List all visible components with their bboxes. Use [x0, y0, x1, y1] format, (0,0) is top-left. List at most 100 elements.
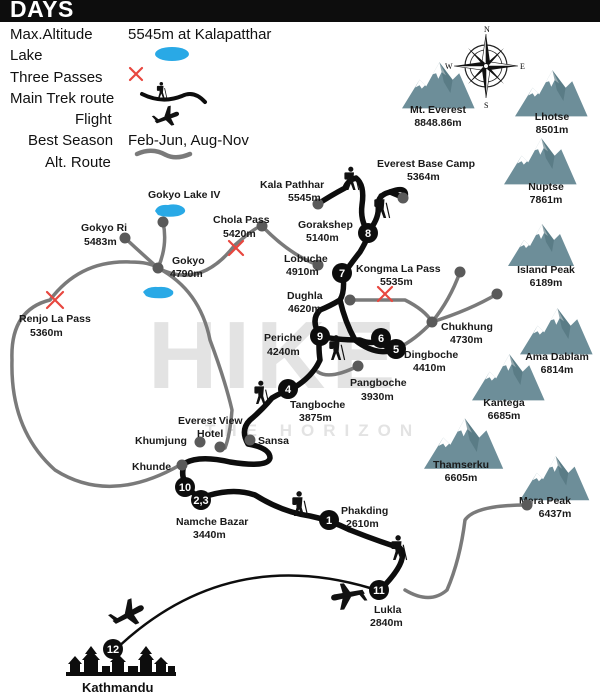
peak-kantega: Kantega 6685m: [472, 354, 545, 422]
alt-route-kongma: [348, 298, 434, 324]
day-number: 11: [373, 585, 385, 597]
place-dots: [119, 192, 533, 511]
compass-north-label: N: [484, 25, 490, 34]
legend-best-season-label: Best Season: [28, 132, 114, 150]
place-dot: [157, 216, 169, 228]
legend-best-season-value: Feb-Jun, Aug-Nov: [128, 132, 249, 150]
legend-alt-route: Alt. Route: [10, 152, 114, 173]
place-chukhung-name: Chukhung: [441, 321, 493, 333]
place-renjo-la-alt: 5360m: [30, 327, 63, 339]
peak-altitude: 6685m: [488, 410, 521, 422]
place-dughla-name: Dughla: [287, 290, 323, 302]
place-dingboche-name: Dingboche: [404, 349, 458, 361]
day-number: 1: [326, 515, 332, 527]
place-gokyo-name: Gokyo: [172, 255, 205, 267]
place-gorakshep-name: Gorakshep: [298, 219, 353, 231]
place-dot: [312, 259, 324, 271]
peak-altitude: 8501m: [536, 124, 569, 136]
place-dot: [521, 499, 533, 511]
day-number: 6: [378, 333, 384, 345]
day-marker-7: 7: [332, 263, 352, 283]
pass-cross-icon: [128, 66, 144, 82]
day-marker-2-3: 2,3: [191, 490, 211, 510]
place-everest-view-name: Everest View: [178, 415, 243, 427]
peak-thamserku: Thamserku 6605m: [424, 418, 504, 484]
place-namche-name: Namche Bazar: [176, 516, 248, 528]
peak-name: Thamserku: [433, 459, 489, 471]
alt-route-renjo-loop: [10, 260, 182, 488]
pass-cross-icon: [376, 285, 394, 303]
place-dot: [426, 316, 438, 328]
place-dot: [152, 262, 164, 274]
day-marker-9: 9: [310, 326, 330, 346]
day-marker-6: 6: [371, 328, 391, 348]
legend-three-passes: Three Passes: [10, 67, 114, 88]
main-route-dingboche-loop: [337, 297, 398, 355]
peak-name: Mt. Everest: [410, 104, 467, 116]
main-route-icon: [140, 81, 207, 104]
place-dot: [352, 360, 364, 372]
peak-name: Island Peak: [517, 264, 575, 276]
peak-lhotse: Lhotse 8501m: [515, 70, 588, 136]
place-dot: [454, 266, 466, 278]
day-markers: 1 2,3 4 5 6 7 8 9 10 11 12: [103, 223, 406, 659]
alt-route-chukhung-east: [430, 292, 499, 324]
place-gorakshep-alt: 5140m: [306, 232, 339, 244]
place-phakding-alt: 2610m: [346, 518, 379, 530]
peak-name: Nuptse: [528, 181, 564, 193]
legend-max-altitude: Max.Altitude 5545m at Kalapatthar: [10, 24, 271, 45]
place-kala-pathhar-name: Kala Pathhar: [260, 179, 324, 191]
place-khunde-name: Khunde: [132, 461, 171, 473]
place-dingboche-alt: 4410m: [413, 362, 446, 374]
place-lobuche-alt: 4910m: [286, 266, 319, 278]
day-number: 10: [179, 482, 191, 494]
compass-rose-icon: N S E W: [445, 25, 525, 110]
legend-three-passes-label: Three Passes: [10, 68, 103, 86]
peak-nuptse: Nuptse 7861m: [504, 138, 577, 206]
place-dot: [119, 232, 131, 244]
lake-icon: [155, 47, 189, 61]
place-pangboche-name: Pangboche: [350, 377, 407, 389]
place-labels: Kala Pathhar 5545m Everest Base Camp 536…: [19, 158, 493, 695]
place-pangboche-alt: 3930m: [361, 391, 394, 403]
lake-icon: [143, 286, 174, 299]
place-renjo-la-name: Renjo La Pass: [19, 313, 91, 325]
place-gokyo-ri-alt: 5483m: [84, 236, 117, 248]
place-dughla-alt: 4620m: [288, 303, 321, 315]
place-periche-name: Periche: [264, 332, 302, 344]
place-khumjung-name: Khumjung: [135, 435, 187, 447]
mountain-icon: [515, 70, 588, 117]
day-marker-8: 8: [358, 223, 378, 243]
flight-route: [105, 574, 371, 651]
peak-altitude: 6437m: [539, 508, 572, 520]
legend-flight: Flight: [10, 109, 114, 130]
pass-crosses: [45, 239, 394, 310]
place-gokyo-lake-name: Gokyo Lake IV: [148, 189, 220, 201]
place-lukla-alt: 2840m: [370, 617, 403, 629]
peaks: Mt. Everest 8848.86m Lhotse 8501m Nuptse…: [402, 62, 593, 520]
header-title: DAYS: [10, 0, 74, 22]
peak-name: Lhotse: [535, 111, 570, 123]
place-dot: [176, 459, 188, 471]
peak-island-peak: Island Peak 6189m: [508, 224, 575, 289]
place-everest-base-camp-alt: 5364m: [407, 171, 440, 183]
peak-altitude: 7861m: [530, 194, 563, 206]
place-tangboche-alt: 3875m: [299, 412, 332, 424]
legend: Max.Altitude 5545m at Kalapatthar Lake T…: [10, 24, 271, 173]
place-dot: [256, 220, 268, 232]
place-chukhung-alt: 4730m: [450, 334, 483, 346]
watermark-text: HIKE: [148, 302, 401, 409]
mountain-icon: [508, 224, 574, 266]
peak-name: Ama Dablam: [525, 351, 589, 363]
place-phakding-name: Phakding: [341, 505, 388, 517]
place-lukla-name: Lukla: [374, 604, 402, 616]
place-sansa-name: Sansa: [258, 435, 289, 447]
header-bar: DAYS: [0, 0, 600, 22]
day-number: 7: [339, 268, 345, 280]
mountain-icon: [520, 456, 590, 501]
place-dot: [312, 198, 324, 210]
peak-altitude: 8848.86m: [414, 117, 461, 129]
place-kathmandu-name: Kathmandu: [82, 680, 154, 695]
day-marker-11: 11: [369, 580, 389, 600]
